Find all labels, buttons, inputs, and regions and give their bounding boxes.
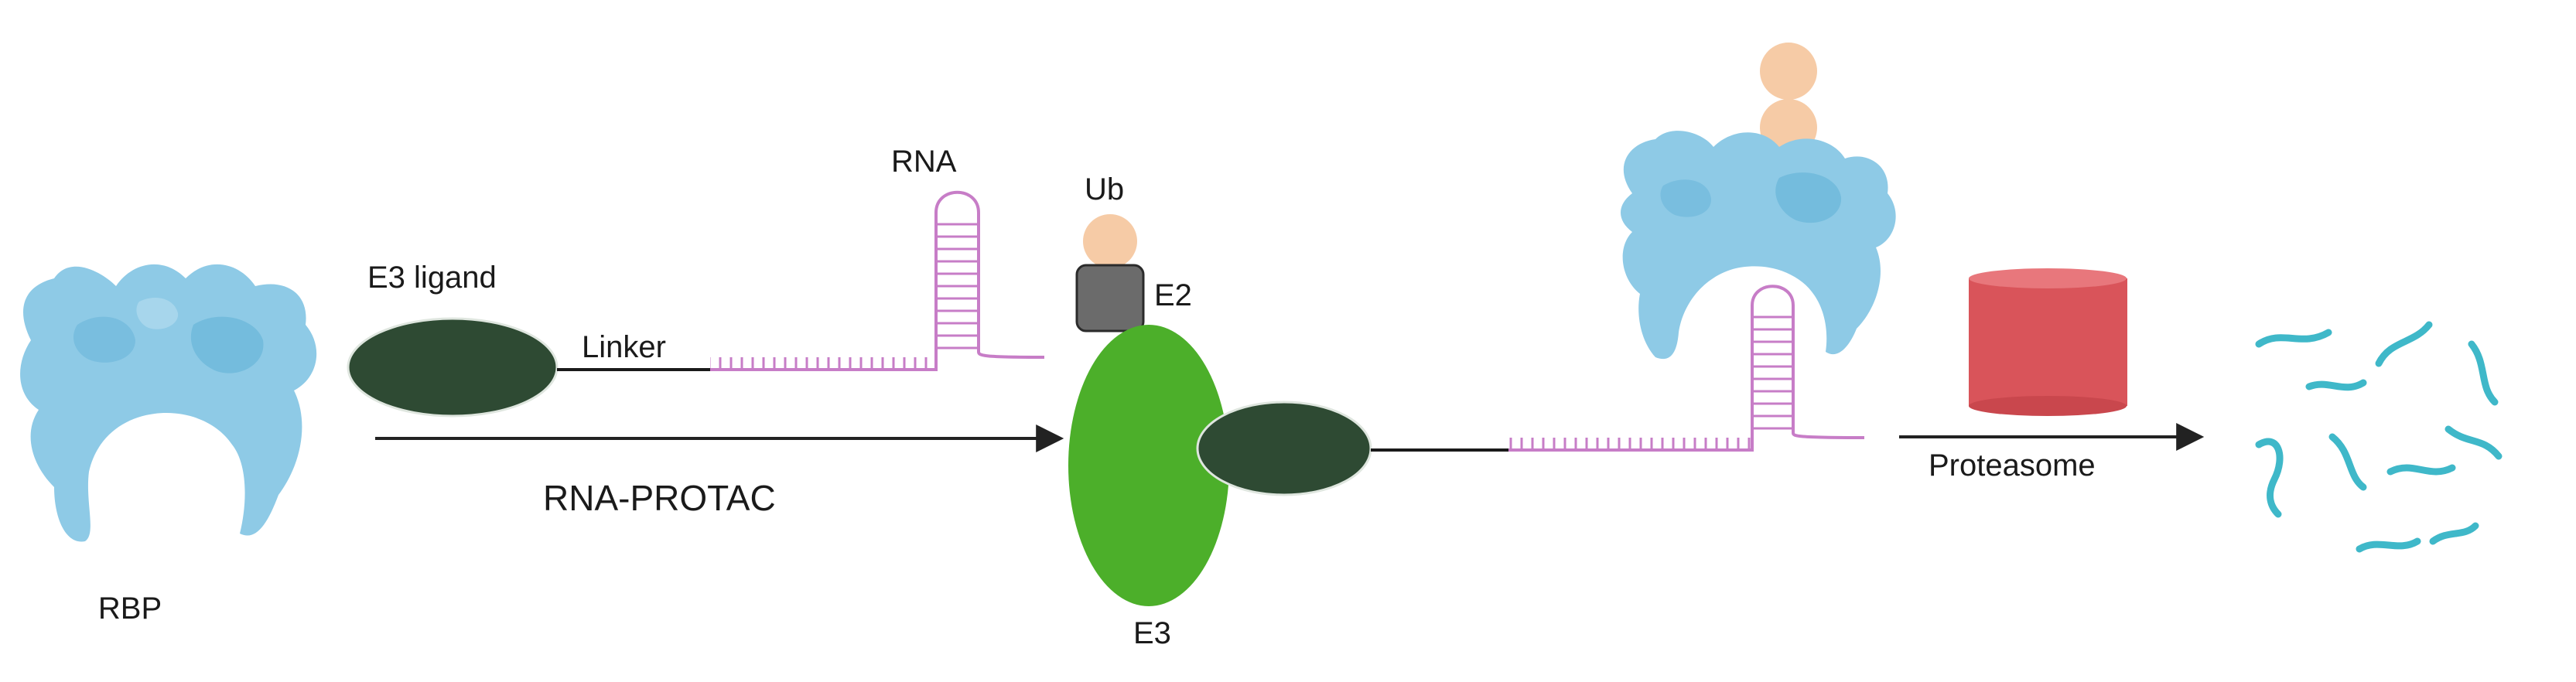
- proteasome-label: Proteasome: [1929, 448, 2096, 483]
- bound-e3-ligand-icon: [1196, 401, 1508, 496]
- linker-label: Linker: [582, 330, 666, 364]
- ub-label: Ub: [1085, 172, 1124, 206]
- e3-ligase-icon: [1068, 325, 1229, 606]
- e3-ligand-label: E3 ligand: [367, 261, 497, 295]
- bound-rbp-protein-icon: [1621, 131, 1896, 360]
- rna-protac-label: RNA-PROTAC: [543, 478, 776, 518]
- e2-enzyme-icon: [1075, 264, 1145, 332]
- rbp-protein-icon: [20, 264, 317, 542]
- e2-label: E2: [1154, 278, 1192, 312]
- rbp-label: RBP: [98, 592, 162, 626]
- bound-rna-hairpin-icon: [1508, 285, 1865, 452]
- rna-hairpin-icon: [710, 190, 1045, 371]
- e3-label: E3: [1133, 616, 1171, 650]
- proteasome-cylinder-icon: [1969, 268, 2127, 416]
- rna-label: RNA: [891, 145, 957, 179]
- e3-ligand-ellipse-icon: [347, 317, 559, 418]
- ubiquitin-icon: [1083, 214, 1137, 268]
- peptide-fragments-icon: [2255, 321, 2503, 553]
